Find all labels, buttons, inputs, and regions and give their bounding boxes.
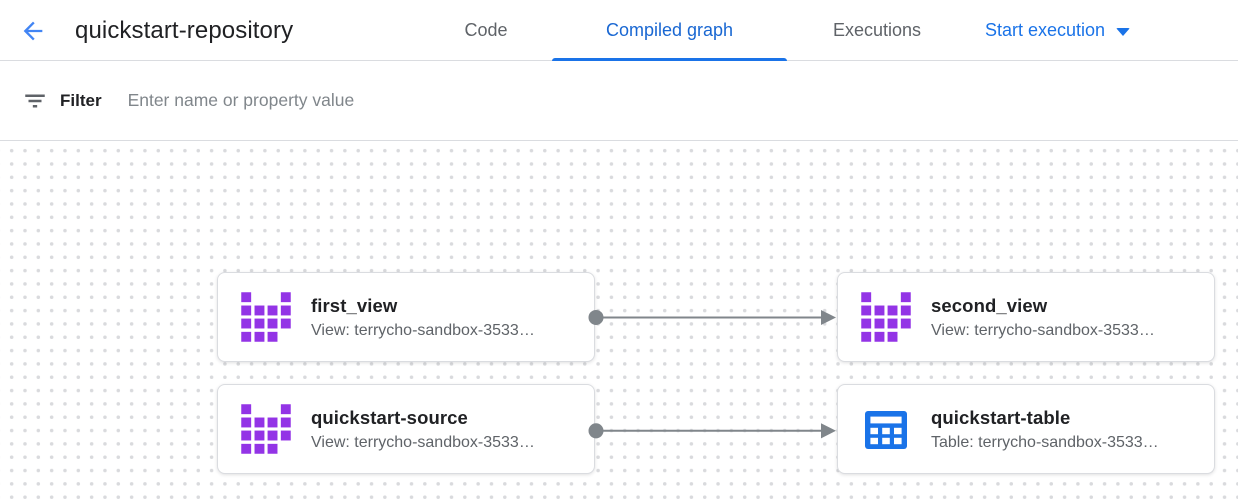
tab-executions[interactable]: Executions bbox=[832, 20, 922, 40]
view-icon bbox=[241, 292, 291, 342]
node-subtitle: View: terrycho-sandbox-3533… bbox=[311, 433, 535, 451]
page-title: quickstart-repository bbox=[75, 16, 294, 44]
node-quickstart-table[interactable]: quickstart-table Table: terrycho-sandbox… bbox=[837, 384, 1215, 474]
node-title: quickstart-source bbox=[311, 406, 468, 428]
header: quickstart-repository Code Compiled grap… bbox=[0, 0, 1238, 61]
tab-code[interactable]: Code bbox=[464, 20, 508, 40]
view-icon bbox=[861, 292, 911, 342]
edge-quickstart-source-to-quickstart-table bbox=[588, 423, 836, 439]
view-icon bbox=[241, 404, 291, 454]
back-button[interactable] bbox=[16, 14, 50, 48]
node-subtitle: View: terrycho-sandbox-3533… bbox=[931, 321, 1155, 339]
tab-compiled-graph[interactable]: Compiled graph bbox=[552, 0, 787, 61]
filter-icon bbox=[25, 94, 45, 107]
node-subtitle: View: terrycho-sandbox-3533… bbox=[311, 321, 535, 339]
arrow-back-icon bbox=[23, 21, 43, 41]
node-first-view[interactable]: first_view View: terrycho-sandbox-3533… bbox=[217, 272, 595, 362]
filter-label: Filter bbox=[60, 90, 102, 110]
filter-input[interactable] bbox=[127, 90, 1214, 111]
node-text: quickstart-source View: terrycho-sandbox… bbox=[311, 407, 535, 452]
node-title: quickstart-table bbox=[931, 406, 1071, 428]
graph-canvas[interactable]: first_view View: terrycho-sandbox-3533… … bbox=[0, 141, 1238, 502]
node-text: quickstart-table Table: terrycho-sandbox… bbox=[931, 407, 1159, 452]
edge-first-view-to-second-view bbox=[588, 309, 836, 326]
node-title: second_view bbox=[931, 294, 1048, 316]
start-execution-button[interactable]: Start execution bbox=[985, 0, 1131, 61]
node-quickstart-source[interactable]: quickstart-source View: terrycho-sandbox… bbox=[217, 384, 595, 474]
start-execution-label: Start execution bbox=[985, 20, 1106, 40]
table-icon bbox=[865, 411, 907, 449]
node-subtitle: Table: terrycho-sandbox-3533… bbox=[931, 433, 1159, 451]
filter-bar: Filter bbox=[0, 61, 1238, 141]
node-text: first_view View: terrycho-sandbox-3533… bbox=[311, 295, 535, 340]
node-second-view[interactable]: second_view View: terrycho-sandbox-3533… bbox=[837, 272, 1215, 362]
caret-down-icon bbox=[1116, 28, 1131, 36]
node-text: second_view View: terrycho-sandbox-3533… bbox=[931, 295, 1155, 340]
node-title: first_view bbox=[311, 294, 398, 316]
